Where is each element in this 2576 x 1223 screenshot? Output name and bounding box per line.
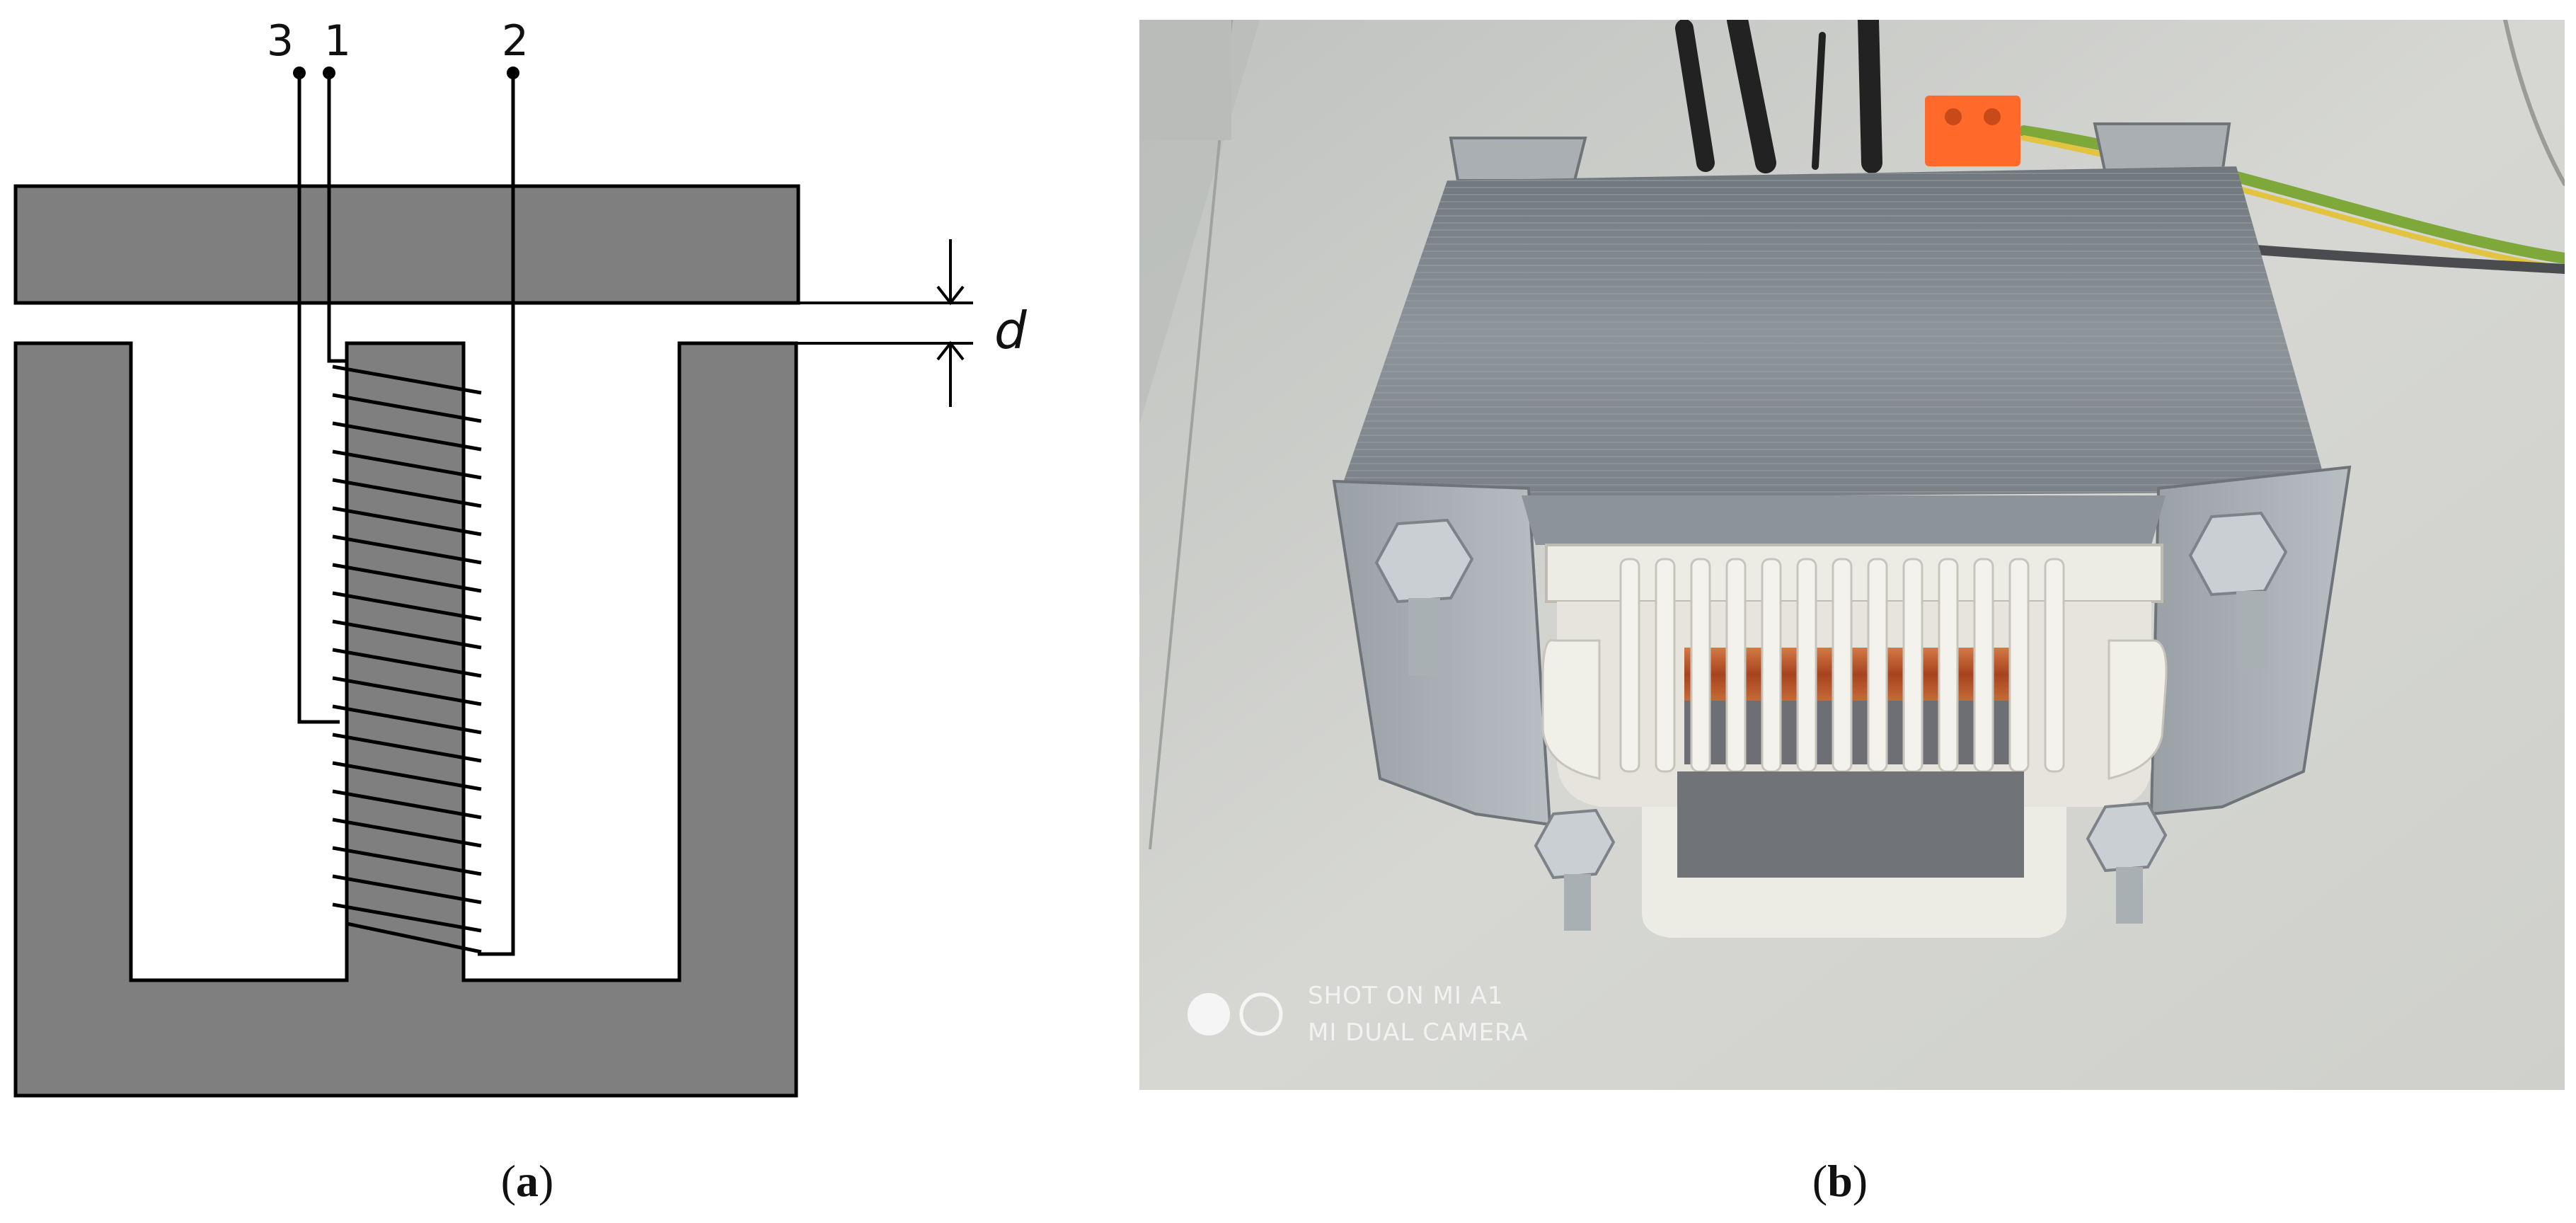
transformer-schematic: 3 1 2 d (a)	[13, 16, 1028, 1206]
terminal-screw	[1945, 108, 1962, 125]
terminal-dot-1	[323, 67, 335, 79]
bolt-upper-right	[2236, 591, 2268, 669]
lead-wire-2	[478, 73, 515, 956]
nut-lower-left	[1534, 808, 1616, 880]
caption-b: (b)	[1812, 1156, 1868, 1206]
nut-lower-right	[2086, 801, 2168, 873]
terminal-label-2: 2	[502, 16, 529, 66]
watermark-line1: SHOT ON MI A1	[1308, 982, 1504, 1010]
i-core-yoke	[13, 184, 800, 305]
terminal-block	[1925, 96, 2020, 166]
watermark-dot-outline	[1239, 992, 1283, 1036]
bolt-lower-right	[2116, 867, 2143, 924]
caption-a: (a)	[501, 1156, 554, 1206]
watermark-dot-filled	[1188, 993, 1230, 1035]
air-gap-dimension	[796, 239, 973, 407]
bolt-lower-left	[1564, 874, 1591, 931]
core-lower	[1677, 771, 2024, 878]
transformer-photo: SHOT ON MI A1 MI DUAL CAMERA (b)	[1139, 20, 2565, 1206]
bench-object	[1139, 20, 1231, 140]
core-front-face	[1522, 495, 2166, 545]
camera-watermark: SHOT ON MI A1 MI DUAL CAMERA	[1188, 982, 1529, 1047]
bolts	[1374, 511, 2288, 931]
terminal-dot-3	[293, 67, 306, 79]
terminal-screw	[1984, 108, 2001, 125]
terminal-label-1: 1	[324, 16, 351, 66]
lead-wire-1	[327, 73, 347, 363]
core-lamination-texture	[1338, 166, 2328, 499]
terminal-dot-2	[507, 67, 519, 79]
bobbin-flange-left	[1541, 639, 1601, 780]
bracket-top-left	[1449, 137, 1587, 182]
coil-winding	[332, 364, 482, 954]
bolt-upper-left	[1408, 598, 1440, 676]
bobbin-flange-right	[2108, 639, 2168, 780]
lead-wire-3-tap	[297, 73, 340, 724]
bracket-top-right	[2093, 122, 2231, 175]
table-seam	[1149, 20, 1233, 850]
terminal-label-3: 3	[267, 16, 294, 66]
nut-upper-left	[1374, 518, 1474, 604]
bobbin-fins	[1619, 558, 2065, 773]
watermark-line2: MI DUAL CAMERA	[1308, 1018, 1529, 1047]
air-gap-label: d	[994, 301, 1028, 360]
